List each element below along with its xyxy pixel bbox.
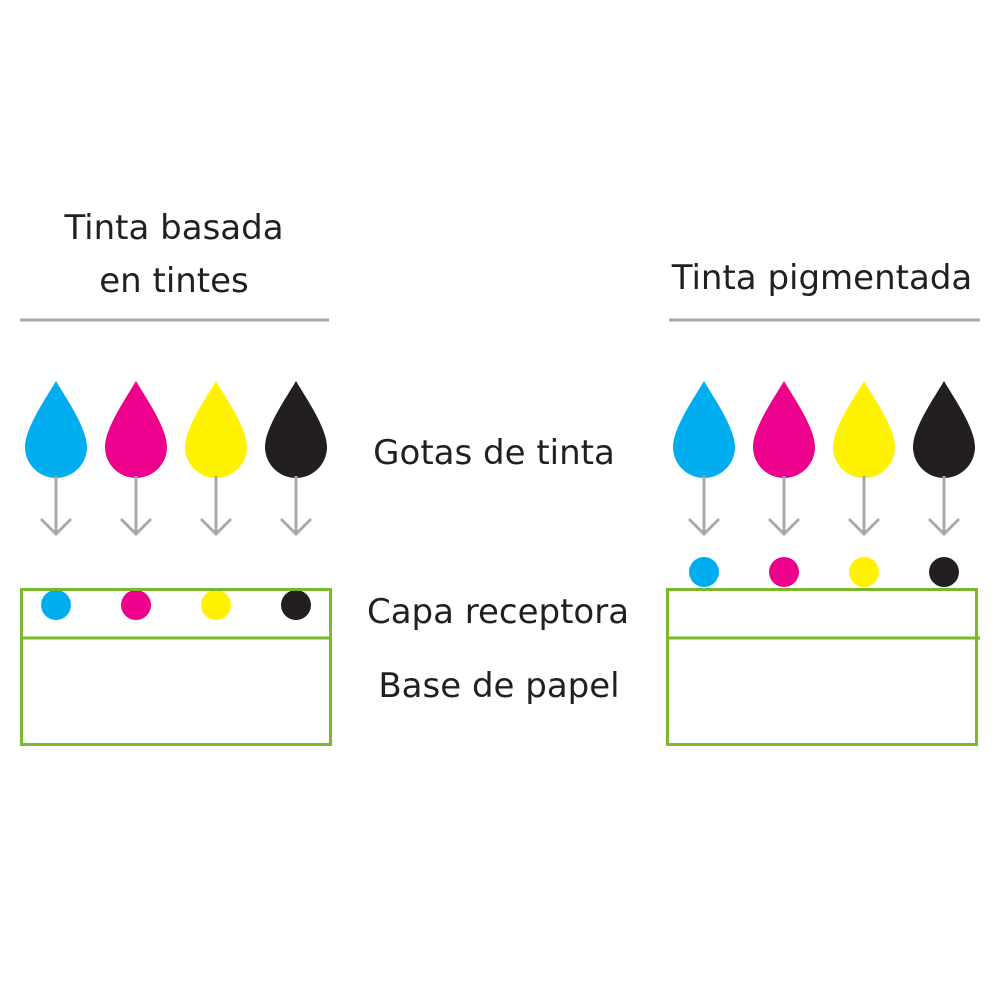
left-paper-box	[20, 588, 332, 746]
left-magenta-drop-icon	[105, 381, 167, 479]
right-yellow-arrow-head-icon	[847, 517, 881, 537]
right-title: Tinta pigmentada	[671, 258, 973, 298]
left-cyan-ink-dot	[41, 590, 71, 620]
right-cyan-ink-dot	[689, 557, 719, 587]
right-black-ink-dot	[929, 557, 959, 587]
left-yellow-ink-dot	[201, 590, 231, 620]
left-cyan-drop-icon	[25, 381, 87, 478]
right-yellow-drop-icon	[832, 381, 895, 479]
right-magenta-ink-dot	[769, 557, 799, 587]
left-cyan-arrow-head-icon	[39, 517, 73, 537]
left-black-arrow-head-icon	[279, 517, 313, 537]
left-black-drop-icon	[265, 381, 327, 478]
right-cyan-arrow-head-icon	[687, 517, 721, 537]
receptor-layer-label: Capa receptora	[366, 592, 630, 632]
left-black-ink-dot	[281, 590, 311, 620]
right-magenta-arrow-head-icon	[767, 517, 801, 537]
left-magenta-ink-dot	[121, 590, 151, 620]
right-yellow-ink-dot	[849, 557, 879, 587]
right-magenta-drop-icon	[753, 381, 815, 478]
paper-base-label: Base de papel	[378, 666, 620, 706]
right-cyan-drop-icon	[673, 381, 735, 478]
drops-label: Gotas de tinta	[373, 433, 615, 473]
left-title-line2: en tintes	[99, 261, 249, 301]
left-yellow-drop-icon	[185, 381, 247, 479]
right-paper-box	[666, 588, 978, 746]
left-yellow-arrow-head-icon	[199, 517, 233, 537]
right-black-drop-icon	[913, 381, 975, 478]
right-black-arrow-head-icon	[927, 517, 961, 537]
left-title-line1: Tinta basada	[64, 208, 284, 248]
left-magenta-arrow-head-icon	[119, 517, 153, 537]
